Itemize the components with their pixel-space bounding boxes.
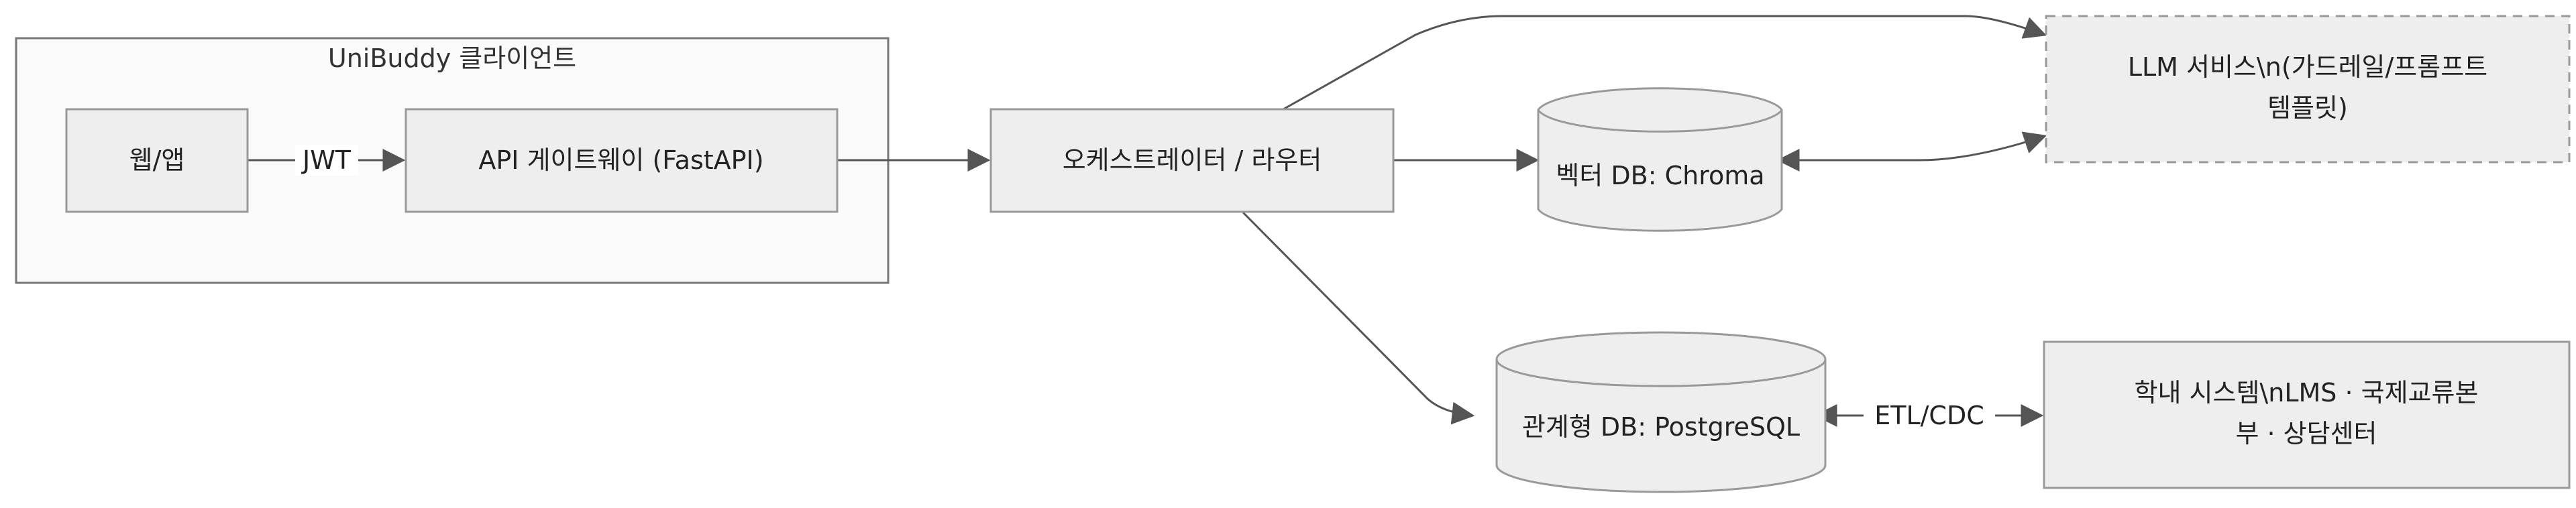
- node-relational-db: 관계형 DB: PostgreSQL: [1495, 331, 1827, 493]
- edge-label-bg-jwt: [295, 145, 358, 176]
- edge-label-bg-etl: [1864, 400, 1995, 431]
- edge-orchestrator-to-llm: [1283, 15, 2047, 111]
- node-campus-systems: 학내 시스템\nLMS · 국제교류본 부 · 상담센터: [2043, 340, 2571, 489]
- node-web-app-box: [65, 108, 249, 213]
- node-relational-db-rim: [1495, 359, 1827, 387]
- node-web-app: 웹/앱: [65, 108, 249, 213]
- node-campus-systems-label-line1: 학내 시스템\nLMS · 국제교류본: [2135, 378, 2479, 407]
- node-llm-service-box: [2045, 15, 2571, 164]
- edge-orchestrator-to-rdb: [1242, 211, 1475, 425]
- node-llm-service-label-line2: 템플릿): [2267, 93, 2348, 123]
- node-vector-db-label: 벡터 DB: Chroma: [1556, 161, 1764, 190]
- node-campus-systems-box: [2043, 340, 2571, 489]
- node-orchestrator-label: 오케스트레이터 / 라우터: [1063, 145, 1322, 175]
- node-llm-service-label-line1: LLM 서비스\n(가드레일/프롬프트: [2128, 52, 2487, 82]
- node-relational-db-body: [1495, 331, 1827, 493]
- edge-vectordb-llm: [1776, 131, 2047, 172]
- node-relational-db-label: 관계형 DB: PostgreSQL: [1522, 412, 1800, 442]
- node-orchestrator-box: [989, 108, 1395, 213]
- node-api-gateway-label: API 게이트웨이 (FastAPI): [478, 145, 763, 175]
- node-campus-systems-label-line2: 부 · 상담센터: [2235, 419, 2377, 448]
- nodes: 웹/앱 API 게이트웨이 (FastAPI) 오케스트레이터 / 라우터 벡터…: [65, 15, 2571, 493]
- node-vector-db-body: [1537, 87, 1783, 232]
- edge-label-jwt: JWT: [301, 145, 352, 175]
- node-api-gateway: API 게이트웨이 (FastAPI): [405, 108, 839, 213]
- node-vector-db: 벡터 DB: Chroma: [1537, 87, 1783, 232]
- client-group-title: UniBuddy 클라이언트: [328, 44, 576, 73]
- edges: JWT ETL/CDC: [248, 15, 2047, 431]
- node-api-gateway-box: [405, 108, 839, 213]
- node-web-app-label: 웹/앱: [129, 145, 185, 175]
- node-orchestrator: 오케스트레이터 / 라우터: [989, 108, 1395, 213]
- node-vector-db-rim: [1537, 109, 1783, 133]
- edge-label-etl-cdc: ETL/CDC: [1874, 401, 1984, 430]
- node-llm-service: LLM 서비스\n(가드레일/프롬프트 템플릿): [2045, 15, 2571, 164]
